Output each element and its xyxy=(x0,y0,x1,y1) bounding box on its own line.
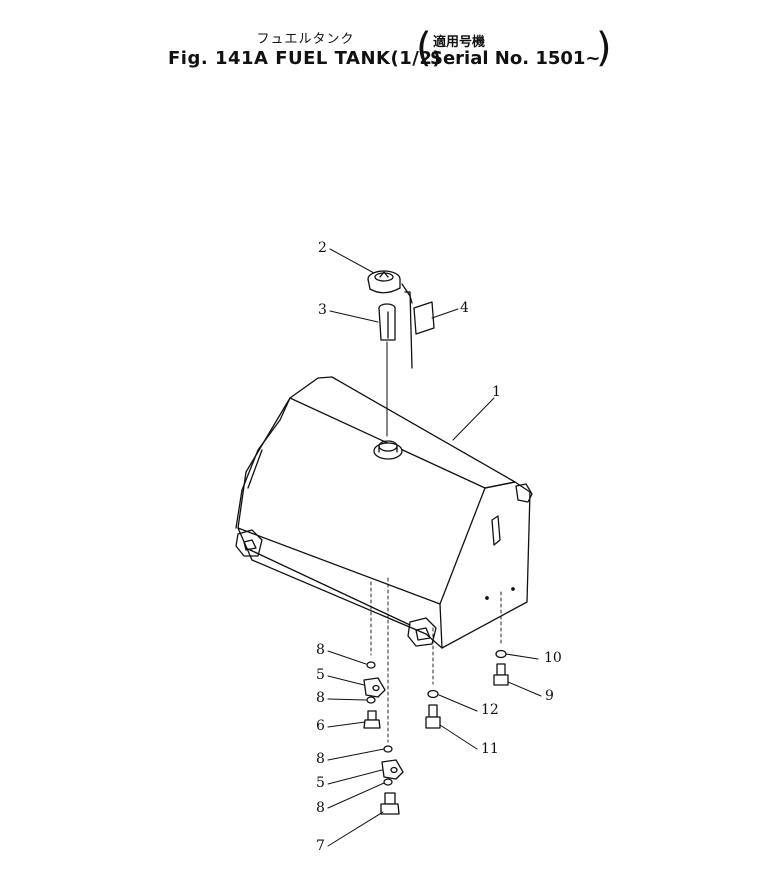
callout-5a: 5 xyxy=(316,667,325,683)
fuel-cap xyxy=(367,270,413,304)
callout-12: 12 xyxy=(481,702,499,718)
banjo-fitting-5a xyxy=(363,677,386,698)
bolt-7-shank xyxy=(384,792,396,805)
bolt-9-shank xyxy=(496,663,506,676)
figure-title: Fig. 141A FUEL TANK(1/2) xyxy=(168,48,442,69)
callout-1: 1 xyxy=(492,384,501,400)
callout-8b: 8 xyxy=(316,690,325,706)
washer-8d xyxy=(383,778,393,786)
washer-8b xyxy=(366,696,376,704)
callout-2: 2 xyxy=(318,240,327,256)
washer-12 xyxy=(427,689,439,699)
callout-10: 10 xyxy=(544,650,562,666)
serial-applicability: Serial No. 1501~ xyxy=(430,48,601,69)
callout-leaders xyxy=(327,248,542,847)
applicability-label-japanese: 適用号機 xyxy=(433,35,486,50)
applicability-open-paren: ( xyxy=(416,25,432,71)
level-gauge xyxy=(404,291,435,369)
callout-7: 7 xyxy=(316,838,325,854)
callout-5b: 5 xyxy=(316,775,325,791)
callout-11: 11 xyxy=(481,741,499,757)
callout-3: 3 xyxy=(318,302,327,318)
callout-8c: 8 xyxy=(316,751,325,767)
fuel-strainer xyxy=(378,303,396,437)
bolt-11-shank xyxy=(428,704,438,718)
callout-8d: 8 xyxy=(316,800,325,816)
washer-8a xyxy=(366,661,376,669)
applicability-close-paren: ) xyxy=(596,25,612,71)
callout-8a: 8 xyxy=(316,642,325,658)
washer-8c xyxy=(383,745,393,753)
fuel-tank-body xyxy=(235,376,533,649)
mounting-bolts-right xyxy=(425,649,509,729)
callout-9: 9 xyxy=(545,688,554,704)
banjo-fitting-5b xyxy=(381,759,404,780)
callout-6: 6 xyxy=(316,718,325,734)
figure-title-japanese: フュエルタンク xyxy=(256,32,355,47)
fitting-stack-left xyxy=(363,661,404,815)
callout-4: 4 xyxy=(460,300,469,316)
washer-10 xyxy=(495,649,507,659)
bolt-6-head xyxy=(367,710,377,721)
assembly-centre-lines xyxy=(370,577,502,743)
